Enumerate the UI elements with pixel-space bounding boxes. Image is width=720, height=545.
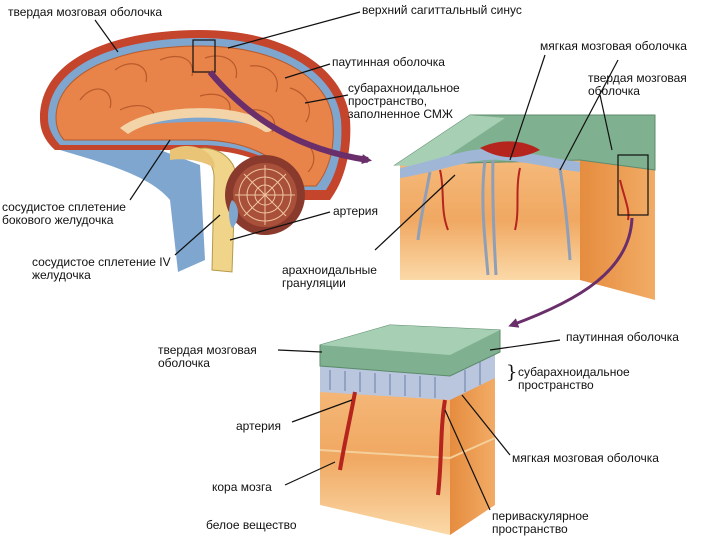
label-perivascular: периваскулярное пространство [492,510,589,536]
label-pia-bottom: мягкая мозговая оболочка [512,451,659,465]
label-arachnoid-top: паутинная оболочка [332,55,445,69]
ventral-csf [60,150,205,272]
label-subarachnoid-csf-line2: пространство, [348,94,428,108]
label-dura-top-left: твердая мозговая оболочка [8,5,163,19]
label-artery-middle: артерия [333,204,378,218]
label-artery-bottom: артерия [236,419,281,433]
label-subarachnoid-bottom-line1: субарахноидальное [518,365,630,379]
label-subarachnoid-csf: субарахноидальное пространство, заполнен… [348,82,460,121]
label-dura-bottom-line2: оболочка [158,356,210,370]
label-arachnoid-gran-line2: грануляции [282,276,346,290]
label-subarachnoid-bottom-line2: пространство [518,378,594,392]
label-arachnoid-bottom: паутинная оболочка [566,330,679,344]
label-subarachnoid-csf-line3: заполненное СМЖ [348,107,453,121]
leader-lines [94,11,619,511]
label-dura-right-line2: оболочка [588,84,640,98]
bottom-block [319,324,501,535]
label-plexus-lateral-line2: бокового желудочка [2,213,114,227]
bottom-block-side [450,365,495,535]
label-plexus-fourth: сосудистое сплетение IV желудочка [32,256,171,282]
cerebellum-folia [235,165,295,225]
brain-sagittal-section [40,30,351,273]
middle-arachnoid-band [400,149,580,178]
label-dura-right: твердая мозговая оболочка [588,72,687,98]
label-arachnoid-granulations: арахноидальные грануляции [282,264,377,290]
label-perivascular-line2: пространство [492,522,568,536]
middle-block-side [580,160,655,300]
fourth-ventricle [229,200,238,228]
label-dura-right-line1: твердая мозговая [588,71,687,85]
middle-block-front [400,160,580,280]
label-plexus-fourth-line1: сосудистое сплетение IV [32,255,171,269]
detail-box-top [192,39,216,73]
bottom-block-front [320,380,450,535]
middle-block [393,114,656,300]
label-perivascular-line1: периваскулярное [492,509,589,523]
label-dura-bottom: твердая мозговая оболочка [158,344,257,370]
detail-box-middle [617,154,649,216]
label-plexus-lateral-line1: сосудистое сплетение [2,200,126,214]
bottom-arteries [338,391,447,496]
label-superior-sagittal-sinus: верхний сагиттальный синус [362,3,522,17]
label-arachnoid-gran-line1: арахноидальные [282,263,377,277]
midbrain [170,146,215,168]
bottom-arachnoid [320,352,495,400]
label-cortex: кора мозга [212,480,272,494]
label-pia-top-right: мягкая мозговая оболочка [540,39,687,53]
arachnoid-trabeculae [329,362,481,398]
label-plexus-lateral: сосудистое сплетение бокового желудочка [2,201,126,227]
label-dura-bottom-line1: твердая мозговая [158,343,257,357]
arrow-to-middle [207,70,372,165]
middle-arteries [439,167,630,231]
arrow-to-bottom [508,217,634,328]
middle-sinus [480,141,540,158]
label-subarachnoid-bottom: субарахноидальное пространство [518,366,630,392]
label-plexus-fourth-line2: желудочка [32,268,91,282]
brace-subarachnoid: } [506,362,518,383]
corpus-callosum [120,108,273,134]
cortex-boundary [319,437,496,460]
middle-sulci [416,159,572,276]
label-white-matter: белое вещество [206,518,297,532]
label-subarachnoid-csf-line1: субарахноидальное [348,81,460,95]
